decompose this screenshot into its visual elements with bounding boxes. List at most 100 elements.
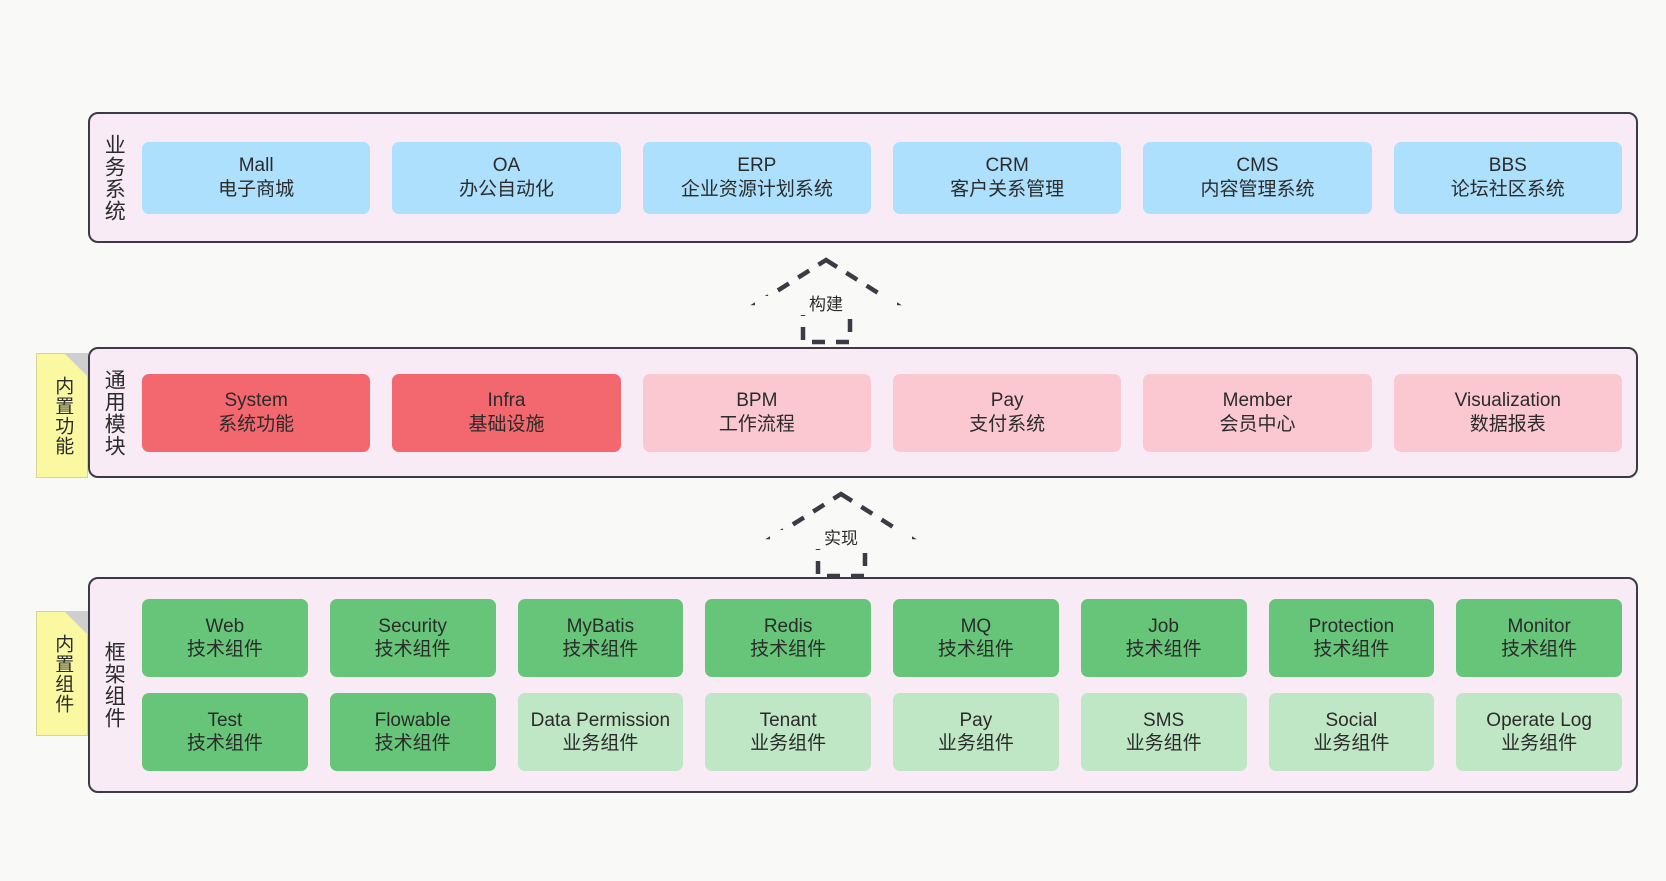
node-redis[interactable]: Redis 技术组件	[705, 599, 871, 677]
node-title: Mall	[238, 155, 274, 177]
node-subtitle: 技术组件	[1313, 639, 1390, 660]
layer-framework-components: 框架组件 Web 技术组件 Security 技术组件 MyBatis 技术组件…	[88, 577, 1638, 793]
node-subtitle: 业务组件	[750, 733, 827, 754]
node-subtitle: 业务组件	[937, 733, 1014, 754]
node-tenant[interactable]: Tenant 业务组件	[705, 693, 871, 771]
node-security[interactable]: Security 技术组件	[329, 599, 496, 677]
node-bbs[interactable]: BBS 论坛社区系统	[1393, 141, 1622, 214]
node-title: Member	[1222, 390, 1293, 412]
node-subtitle: 技术组件	[186, 733, 263, 754]
node-title: Data Permission	[530, 709, 671, 731]
node-title: Social	[1325, 709, 1378, 731]
layer-body-common-modules: System 系统功能 Infra 基础设施 BPM 工作流程 Pay 支付系统…	[136, 349, 1636, 476]
node-subtitle: 电子商城	[218, 178, 295, 200]
node-subtitle: 论坛社区系统	[1450, 178, 1565, 200]
node-member[interactable]: Member 会员中心	[1143, 373, 1372, 452]
node-operate-log[interactable]: Operate Log 业务组件	[1456, 693, 1622, 771]
note-builtin-components: 内置组件	[36, 611, 88, 736]
node-title: Protection	[1308, 615, 1395, 637]
node-title: Job	[1148, 615, 1179, 637]
connector-label: 实现	[770, 529, 912, 549]
node-title: CRM	[985, 155, 1029, 177]
node-title: SMS	[1143, 709, 1185, 731]
node-cms[interactable]: CMS 内容管理系统	[1143, 141, 1372, 214]
node-title: Redis	[763, 615, 813, 637]
layer-common-modules: 通用模块 System 系统功能 Infra 基础设施 BPM 工作流程 Pay…	[88, 347, 1638, 478]
node-flowable[interactable]: Flowable 技术组件	[329, 693, 496, 771]
connector-label: 构建	[755, 295, 897, 315]
node-title: System	[224, 390, 288, 412]
note-builtin-functions: 内置功能	[36, 353, 88, 478]
node-title: BPM	[736, 390, 778, 412]
node-title: Operate Log	[1486, 709, 1592, 731]
node-subtitle: 办公自动化	[458, 178, 554, 200]
node-row: Mall 电子商城 OA 办公自动化 ERP 企业资源计划系统 CRM 客户关系…	[142, 141, 1622, 214]
node-title: OA	[492, 155, 521, 177]
node-subtitle: 技术组件	[562, 639, 639, 660]
node-mybatis[interactable]: MyBatis 技术组件	[517, 599, 684, 677]
node-sms[interactable]: SMS 业务组件	[1080, 693, 1247, 771]
layer-body-framework-components: Web 技术组件 Security 技术组件 MyBatis 技术组件 Redi…	[136, 579, 1636, 791]
node-title: CMS	[1236, 155, 1279, 177]
node-subtitle: 技术组件	[937, 639, 1014, 660]
node-title: BBS	[1488, 155, 1527, 177]
node-protection[interactable]: Protection 技术组件	[1268, 599, 1435, 677]
node-subtitle: 企业资源计划系统	[680, 178, 833, 200]
node-visualization[interactable]: Visualization 数据报表	[1393, 373, 1622, 452]
node-test[interactable]: Test 技术组件	[142, 693, 308, 771]
node-subtitle: 会员中心	[1219, 413, 1296, 435]
node-subtitle: 业务组件	[562, 733, 639, 754]
node-subtitle: 数据报表	[1469, 413, 1546, 435]
node-title: Infra	[487, 390, 526, 412]
node-title: Test	[207, 709, 243, 731]
node-social[interactable]: Social 业务组件	[1268, 693, 1435, 771]
layer-title-common-modules: 通用模块	[102, 368, 126, 457]
node-crm[interactable]: CRM 客户关系管理	[892, 141, 1122, 214]
node-title: Web	[205, 615, 245, 637]
node-pay[interactable]: Pay 支付系统	[892, 373, 1122, 452]
node-title: Monitor	[1507, 615, 1571, 637]
node-title: Pay	[959, 709, 993, 731]
node-subtitle: 技术组件	[1501, 639, 1578, 660]
node-subtitle: 技术组件	[186, 639, 263, 660]
node-subtitle: 客户关系管理	[950, 178, 1065, 200]
node-title: Visualization	[1454, 390, 1561, 412]
node-title: ERP	[737, 155, 777, 177]
layer-business-systems: 业务系统 Mall 电子商城 OA 办公自动化 ERP 企业资源计划系统 CRM…	[88, 112, 1638, 243]
node-subtitle: 系统功能	[218, 413, 295, 435]
node-monitor[interactable]: Monitor 技术组件	[1456, 599, 1622, 677]
node-subtitle: 技术组件	[1125, 639, 1202, 660]
node-job[interactable]: Job 技术组件	[1080, 599, 1247, 677]
node-data-permission[interactable]: Data Permission 业务组件	[517, 693, 684, 771]
node-row: Web 技术组件 Security 技术组件 MyBatis 技术组件 Redi…	[142, 599, 1622, 677]
node-title: MyBatis	[566, 615, 635, 637]
node-mq[interactable]: MQ 技术组件	[893, 599, 1059, 677]
connector-implement: 实现	[765, 491, 917, 579]
node-subtitle: 业务组件	[1501, 733, 1578, 754]
layer-title-framework-components: 框架组件	[102, 641, 126, 729]
node-row: System 系统功能 Infra 基础设施 BPM 工作流程 Pay 支付系统…	[142, 373, 1622, 452]
node-title: Security	[378, 615, 447, 637]
layer-body-business-systems: Mall 电子商城 OA 办公自动化 ERP 企业资源计划系统 CRM 客户关系…	[136, 114, 1636, 241]
node-row: Test 技术组件 Flowable 技术组件 Data Permission …	[142, 693, 1622, 771]
node-subtitle: 工作流程	[718, 413, 795, 435]
node-title: Tenant	[759, 709, 817, 731]
node-bpm[interactable]: BPM 工作流程	[642, 373, 871, 452]
node-erp[interactable]: ERP 企业资源计划系统	[642, 141, 871, 214]
node-pay-component[interactable]: Pay 业务组件	[893, 693, 1059, 771]
node-system[interactable]: System 系统功能	[142, 373, 371, 452]
node-infra[interactable]: Infra 基础设施	[392, 373, 621, 452]
node-subtitle: 技术组件	[750, 639, 827, 660]
node-oa[interactable]: OA 办公自动化	[392, 141, 621, 214]
node-subtitle: 业务组件	[1125, 733, 1202, 754]
node-mall[interactable]: Mall 电子商城	[142, 141, 371, 214]
node-subtitle: 支付系统	[969, 413, 1046, 435]
layer-title-business-systems: 业务系统	[102, 133, 126, 222]
node-title: Pay	[990, 390, 1024, 412]
node-subtitle: 技术组件	[374, 733, 451, 754]
connector-build: 构建	[750, 257, 902, 345]
node-title: MQ	[960, 615, 992, 637]
node-title: Flowable	[374, 709, 451, 731]
node-web[interactable]: Web 技术组件	[142, 599, 308, 677]
